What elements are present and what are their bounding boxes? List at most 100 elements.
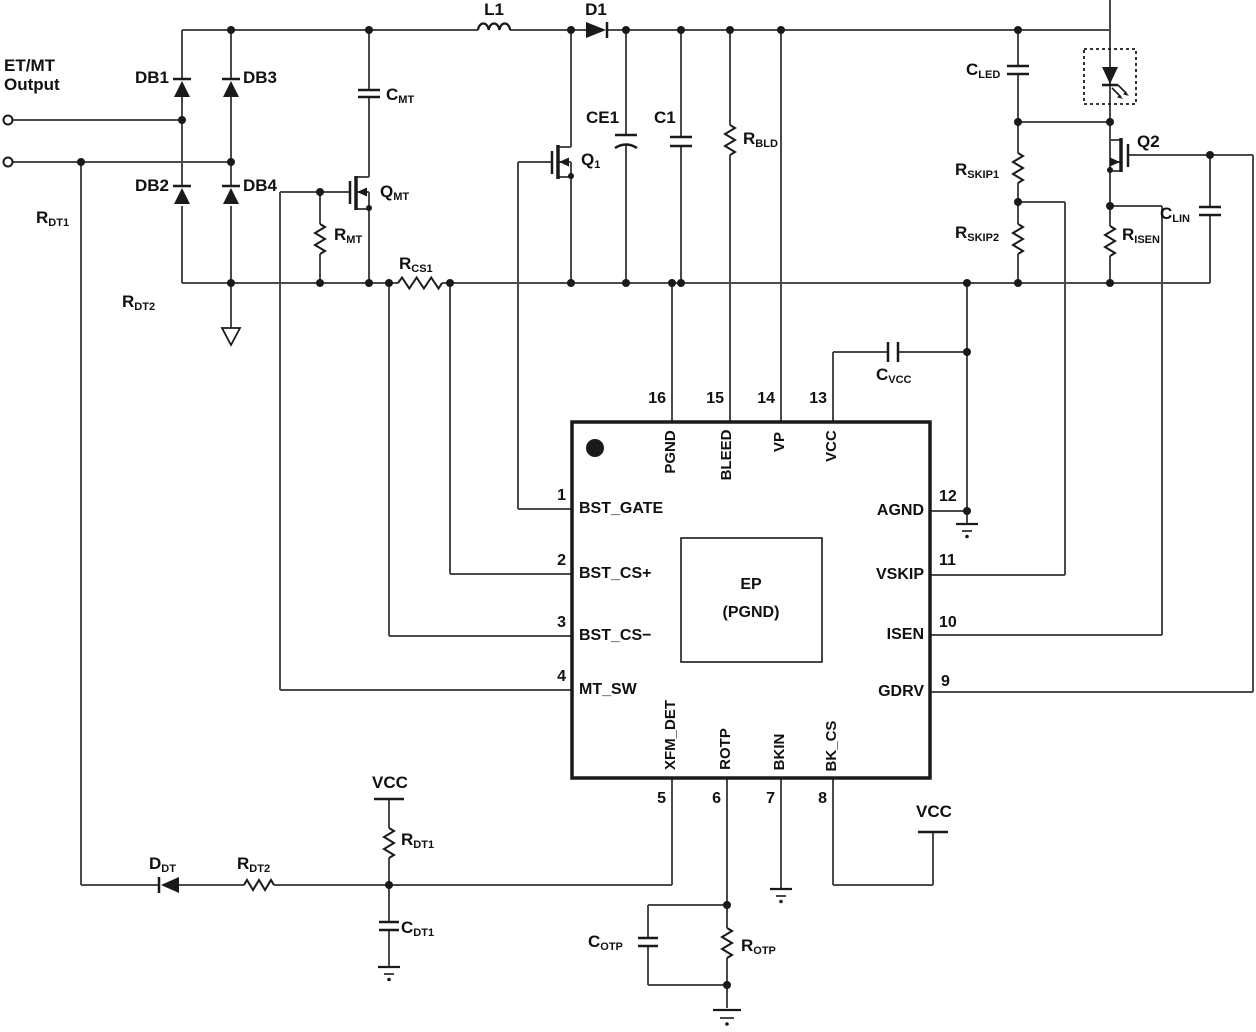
- ic-body: [570, 420, 932, 780]
- wires: [12, 0, 1254, 1008]
- resistor-risen-icon: [1104, 225, 1116, 257]
- q1-label: Q1: [581, 150, 601, 171]
- ep-pgnd-label: (PGND): [722, 604, 780, 621]
- resistor-rskip2-icon: [1012, 223, 1024, 255]
- diode-ddt-icon: [157, 877, 179, 893]
- pin-number-4: 4: [557, 668, 566, 685]
- d1-label: D1: [585, 0, 607, 19]
- db3-label: DB3: [243, 68, 278, 87]
- pin-number-10: 10: [939, 614, 957, 631]
- cmt-label: CMT: [386, 85, 415, 106]
- ic-pin-xfm-det: XFM_DET: [662, 700, 679, 771]
- input-terminal-lower: [2, 156, 14, 168]
- clin-label: CLIN: [1160, 204, 1191, 225]
- bst-gate-wire: [517, 162, 572, 510]
- ic-pin-bkin: BKIN: [771, 733, 788, 771]
- mosfet-q1-icon: [550, 145, 569, 179]
- rcs1-label: RCS1: [399, 254, 433, 275]
- ic-pin-vskip: VSKIP: [875, 566, 924, 583]
- resistor-rotp-icon: [721, 927, 733, 959]
- db1-label: DB1: [134, 68, 169, 87]
- pin-number-15: 15: [706, 390, 724, 407]
- rotp-label: ROTP: [741, 936, 776, 957]
- ic-pin-isen: ISEN: [886, 626, 924, 643]
- grounds: [220, 327, 978, 1026]
- bst-cs-minus-wire: [388, 283, 572, 637]
- ic-pin-bk-cs: BK_CS: [823, 720, 840, 772]
- input-terminal-upper: [2, 114, 14, 126]
- pin-number-2: 2: [557, 552, 566, 569]
- ep-label: EP: [740, 576, 762, 593]
- ic-pin-agnd: AGND: [876, 502, 924, 519]
- c1-label: C1: [654, 108, 676, 127]
- pin-number-9: 9: [941, 673, 950, 690]
- ic-pin-mt-sw: MT_SW: [579, 681, 637, 698]
- rdt2-label: RDT2: [237, 854, 271, 875]
- resistor-rbld-icon: [724, 124, 736, 156]
- ic-pin-bst-cs-plus: BST_CS+: [579, 565, 652, 582]
- ic-pin-gdrv: GDRV: [878, 683, 924, 700]
- vskip-wire: [930, 201, 1066, 576]
- ic-pin-bleed: BLEED: [718, 429, 735, 481]
- diode-d1-icon: [586, 22, 609, 38]
- pin1-dot-icon: [586, 439, 604, 457]
- resistor-rdt1-icon: [383, 827, 395, 859]
- rotp-cotp-wire: [647, 778, 728, 1008]
- cap-cvcc-icon: [886, 342, 900, 362]
- cap-c1-icon: [670, 135, 692, 148]
- db2-label: DB2: [134, 176, 169, 195]
- resistor-rcs1-icon: [397, 276, 443, 290]
- ic-pin-vcc: VCC: [823, 430, 840, 462]
- ic-pin-rotp: ROTP: [717, 728, 734, 770]
- ground-bridge-icon: [220, 327, 242, 347]
- ic-pin-pgnd: PGND: [662, 430, 679, 474]
- rskip1-label: RSKIP1: [955, 160, 1000, 181]
- cdt1-label: CDT1: [401, 918, 435, 939]
- rmt-label: RMT: [334, 225, 363, 246]
- rdt1-label: RDT1: [401, 830, 435, 851]
- junction-dots: [77, 26, 1214, 989]
- inductor-l1-icon: [476, 22, 512, 31]
- ground-bkin-icon: [770, 887, 792, 904]
- cap-cmt-icon: [358, 88, 380, 99]
- bk-cs-vcc-wire: [832, 778, 934, 886]
- vcc-cvcc-wire: [832, 283, 968, 524]
- l1-label: L1: [484, 0, 504, 19]
- ic-pin-vp: VP: [771, 432, 788, 453]
- pin-number-6: 6: [712, 790, 721, 807]
- qmt-label: QMT: [380, 182, 410, 203]
- pin-number-13: 13: [809, 390, 827, 407]
- cap-cdt1-icon: [379, 920, 399, 932]
- cotp-label: COTP: [588, 932, 623, 953]
- mosfet-qmt-icon: [348, 176, 367, 210]
- rbld-label: RBLD: [743, 129, 778, 150]
- resistor-rmt-icon: [314, 223, 326, 255]
- bridge-diodes-icon: [173, 77, 240, 204]
- cvcc-label: CVCC: [876, 365, 912, 386]
- pin-number-8: 8: [818, 790, 827, 807]
- pin-number-11: 11: [939, 552, 956, 569]
- resistor-rdt2-icon: [243, 879, 275, 891]
- risen-label: RISEN: [1122, 225, 1160, 246]
- q1-wire: [518, 30, 572, 283]
- ddt-label: DDT: [149, 854, 176, 875]
- gdrv-wire: [930, 155, 1254, 693]
- mosfet-q2-icon: [1110, 138, 1130, 172]
- cap-ce1-icon: [614, 133, 638, 150]
- cap-clin-icon: [1199, 205, 1221, 217]
- ground-cdt1-icon: [378, 965, 400, 982]
- ce1-label: CE1: [586, 108, 620, 127]
- ep-pad: [680, 537, 823, 663]
- symbols: [2, 22, 1221, 1026]
- pin-number-12: 12: [939, 488, 957, 505]
- db4-label: DB4: [243, 176, 278, 195]
- pin-number-5: 5: [657, 790, 666, 807]
- ground-agnd-icon: [956, 522, 978, 539]
- resistor-rskip1-icon: [1012, 152, 1024, 184]
- rdt1-wire-label: RDT1: [36, 208, 70, 229]
- rdt2-wire-label: RDT2: [122, 292, 156, 313]
- capacitors: [358, 64, 1221, 948]
